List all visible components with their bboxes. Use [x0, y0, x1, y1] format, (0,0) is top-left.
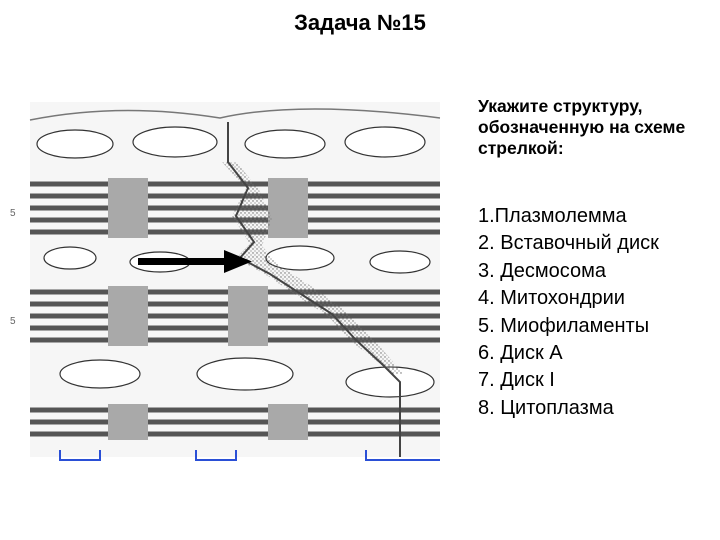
a-disks-upper [108, 178, 308, 238]
mitochondria-row-middle [43, 245, 431, 274]
cardiac-muscle-diagram: 5 5 [10, 102, 441, 461]
mitochondria-row-top [36, 126, 426, 159]
sarcolemma-top [29, 108, 441, 121]
question-text: Укажите структуру, обозначенную на схеме… [478, 96, 686, 158]
answer-option: 8. Цитоплазма [478, 396, 614, 419]
intercalated-disc-stipple [222, 162, 404, 374]
answer-option: 3. Десмосома [478, 259, 606, 282]
myofibril-group-upper [30, 181, 440, 235]
answer-option: 5. Миофиламенты [478, 314, 650, 337]
answer-option: 2. Вставочный диск [478, 232, 659, 255]
answer-options-list: 1.Плазмолемма 2. Вставочный диск 3. Десм… [478, 203, 713, 422]
side-label-lower: 5 [10, 316, 16, 327]
a-disks-middle [108, 286, 268, 346]
answer-option: 4. Митохондрии [478, 287, 625, 310]
a-disks-lower [108, 404, 308, 440]
myofibril-group-lower [30, 407, 440, 437]
sarcomere-brackets [59, 450, 440, 461]
intercalated-disc-line [227, 122, 401, 457]
mitochondria-row-bottom [59, 357, 435, 398]
answer-option: 6. Диск А [478, 342, 563, 365]
side-label-upper: 5 [10, 208, 16, 219]
answer-option: 1.Плазмолемма [478, 205, 627, 227]
page-title: Задача №15 [294, 10, 426, 35]
diagram-background [30, 102, 440, 457]
answer-option: 7. Диск I [478, 369, 555, 392]
pointer-arrow [138, 250, 252, 273]
